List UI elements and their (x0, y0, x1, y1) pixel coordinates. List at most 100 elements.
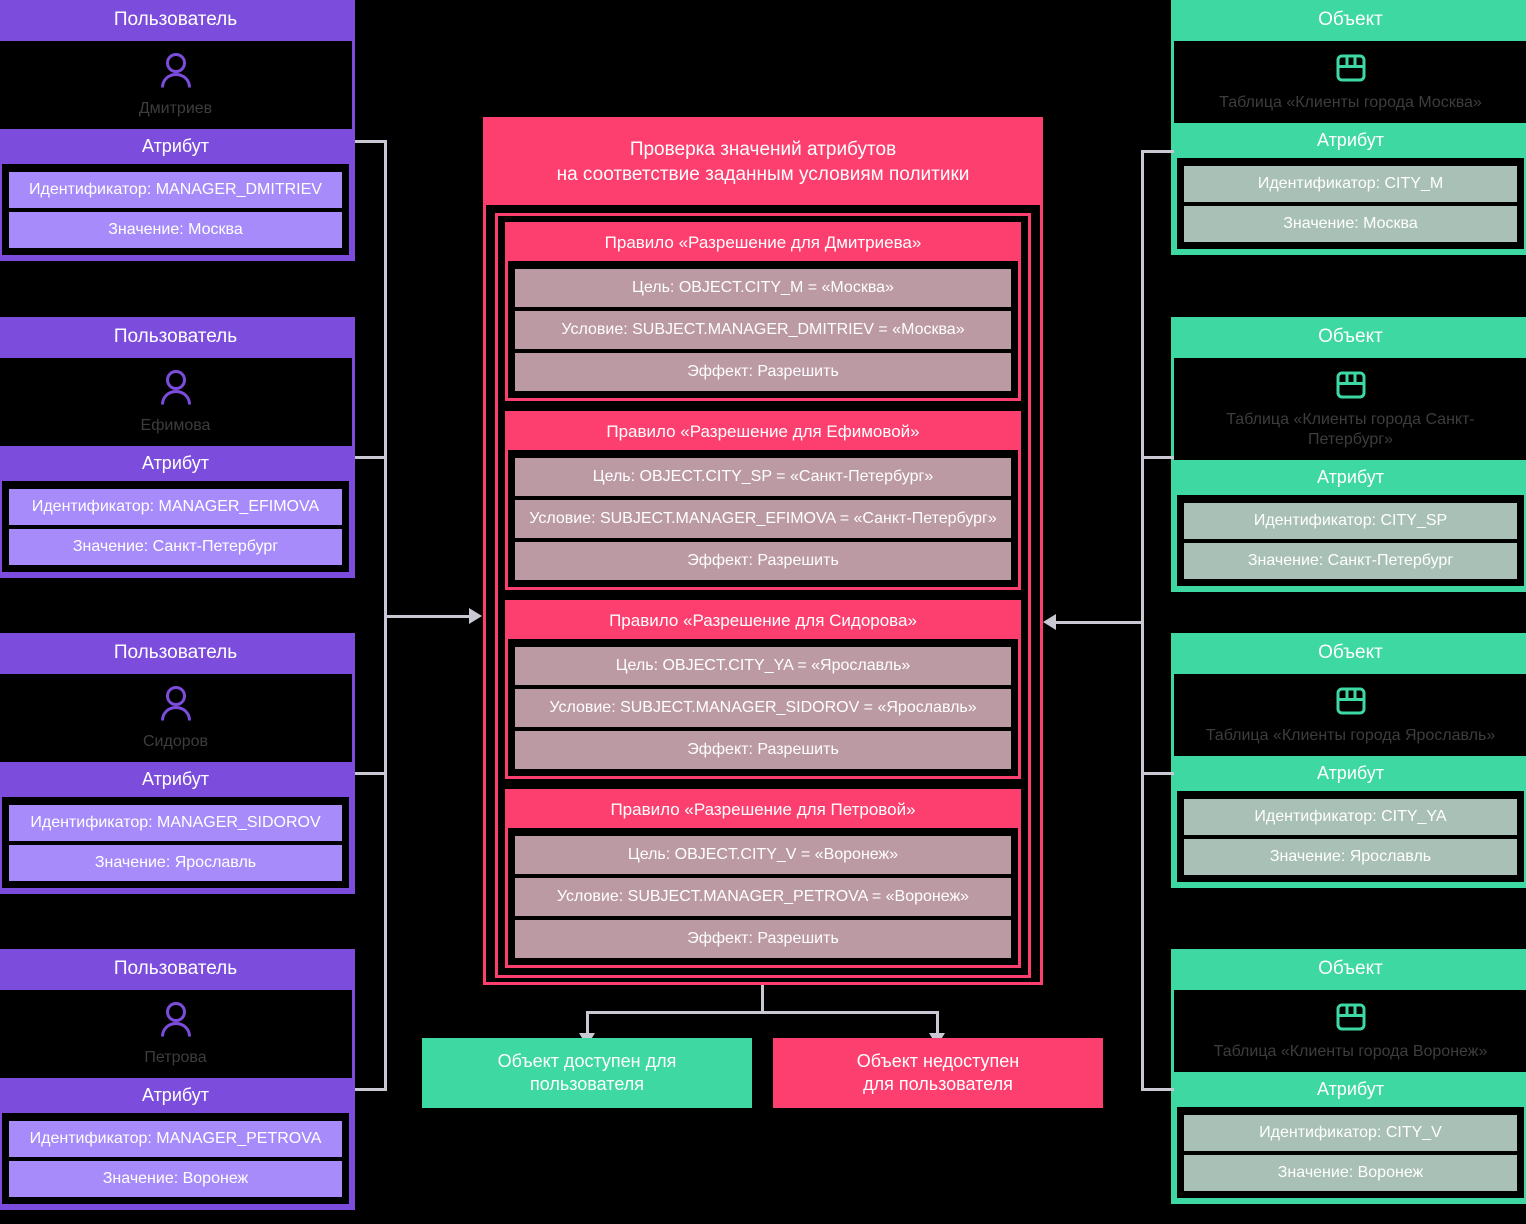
object-name: Таблица «Клиенты города Москва» (1219, 93, 1482, 111)
object-card-title: Объект (1171, 317, 1526, 358)
user-identity: Петрова (0, 990, 352, 1078)
rule-card-efimova[interactable]: Правило «Разрешение для Ефимовой» Цель: … (505, 411, 1021, 591)
rule-body: Цель: OBJECT.CITY_M = «Москва» Условие: … (508, 261, 1018, 398)
person-icon (7, 685, 344, 728)
object-identity: Таблица «Клиенты города Воронеж» (1174, 990, 1526, 1072)
attribute-box: Идентификатор: MANAGER_EFIMOVA Значение:… (0, 480, 352, 575)
outcome-deny-line-2: для пользователя (863, 1074, 1013, 1094)
attribute-identifier: Идентификатор: MANAGER_EFIMOVA (9, 488, 342, 525)
user-card-body: Ефимова Атрибут Идентификатор: MANAGER_E… (0, 357, 355, 578)
connector-right-branch-1 (1141, 150, 1174, 153)
rule-body: Цель: OBJECT.CITY_SP = «Санкт-Петербург»… (508, 450, 1018, 587)
object-card-spb[interactable]: Объект Таблица «Клиенты города Санкт-Пет… (1171, 317, 1526, 592)
table-icon (1182, 685, 1519, 722)
outcome-deny[interactable]: Объект недоступен для пользователя (773, 1038, 1103, 1108)
person-icon (7, 1001, 344, 1044)
user-card-efimova[interactable]: Пользователь Ефимова Атрибут Идентификат… (0, 317, 355, 578)
connector-outcome-stem (761, 985, 764, 1013)
arrow-right-to-policy (1043, 614, 1056, 630)
rule-card-sidorov[interactable]: Правило «Разрешение для Сидорова» Цель: … (505, 600, 1021, 780)
table-icon (1182, 1001, 1519, 1038)
object-card-moscow[interactable]: Объект Таблица «Клиенты города Москва» А… (1171, 0, 1526, 255)
connector-right-branch-2 (1141, 456, 1174, 459)
rule-title: Правило «Разрешение для Сидорова» (508, 603, 1018, 640)
attribute-box: Идентификатор: MANAGER_DMITRIEV Значение… (0, 163, 352, 258)
user-identity: Ефимова (0, 358, 352, 446)
object-card-yaroslavl[interactable]: Объект Таблица «Клиенты города Ярославль… (1171, 633, 1526, 888)
rule-effect: Эффект: Разрешить (515, 731, 1011, 770)
attribute-identifier: Идентификатор: MANAGER_PETROVA (9, 1120, 342, 1157)
attribute-box: Идентификатор: MANAGER_PETROVA Значение:… (0, 1112, 352, 1207)
attribute-value: Значение: Воронеж (9, 1160, 342, 1197)
attribute-identifier: Идентификатор: CITY_SP (1184, 502, 1517, 539)
object-identity: Таблица «Клиенты города Москва» (1174, 41, 1526, 123)
user-name: Ефимова (140, 416, 211, 434)
attribute-title: Атрибут (0, 445, 352, 481)
attribute-value: Значение: Москва (1184, 205, 1517, 242)
policy-rules-container: Правило «Разрешение для Дмитриева» Цель:… (495, 213, 1031, 979)
attribute-identifier: Идентификатор: CITY_M (1184, 165, 1517, 202)
connector-left-branch-1 (355, 140, 387, 143)
attribute-value: Значение: Москва (9, 211, 342, 248)
policy-title: Проверка значений атрибутов на соответст… (486, 120, 1040, 206)
attribute-box: Идентификатор: CITY_V Значение: Воронеж (1174, 1106, 1526, 1201)
user-card-body: Петрова Атрибут Идентификатор: MANAGER_P… (0, 989, 355, 1210)
attribute-box: Идентификатор: CITY_SP Значение: Санкт-П… (1174, 494, 1526, 589)
user-card-petrova[interactable]: Пользователь Петрова Атрибут Идентификат… (0, 949, 355, 1210)
rule-body: Цель: OBJECT.CITY_V = «Воронеж» Условие:… (508, 828, 1018, 965)
attribute-title: Атрибут (0, 128, 352, 164)
rule-target: Цель: OBJECT.CITY_V = «Воронеж» (515, 836, 1011, 875)
rule-target: Цель: OBJECT.CITY_M = «Москва» (515, 269, 1011, 308)
user-card-body: Дмитриев Атрибут Идентификатор: MANAGER_… (0, 40, 355, 261)
policy-title-line-1: Проверка значений атрибутов (629, 139, 897, 160)
policy-title-line-2: на соответствие заданным условиям полити… (556, 164, 970, 186)
attribute-value: Значение: Ярославль (9, 844, 342, 881)
connector-outcome-bar (586, 1011, 939, 1014)
object-card-title: Объект (1171, 949, 1526, 990)
outcome-allow-line-2: пользователя (530, 1074, 644, 1094)
rule-card-dmitriev[interactable]: Правило «Разрешение для Дмитриева» Цель:… (505, 222, 1021, 402)
person-icon (7, 369, 344, 412)
attribute-value: Значение: Воронеж (1184, 1154, 1517, 1191)
rule-card-petrova[interactable]: Правило «Разрешение для Петровой» Цель: … (505, 789, 1021, 969)
object-card-title: Объект (1171, 633, 1526, 674)
rule-condition: Условие: SUBJECT.MANAGER_DMITRIEV = «Мос… (515, 311, 1011, 350)
attribute-identifier: Идентификатор: CITY_V (1184, 1114, 1517, 1151)
attribute-identifier: Идентификатор: MANAGER_SIDOROV (9, 804, 342, 841)
user-card-sidorov[interactable]: Пользователь Сидоров Атрибут Идентификат… (0, 633, 355, 894)
outcome-allow[interactable]: Объект доступен для пользователя (422, 1038, 752, 1108)
rule-condition: Условие: SUBJECT.MANAGER_EFIMOVA = «Санк… (515, 500, 1011, 539)
policy-panel[interactable]: Проверка значений атрибутов на соответст… (483, 117, 1043, 985)
attribute-value: Значение: Ярославль (1184, 838, 1517, 875)
connector-left-to-policy (384, 615, 470, 618)
attribute-box: Идентификатор: CITY_YA Значение: Ярослав… (1174, 790, 1526, 885)
connector-right-branch-4 (1141, 1088, 1174, 1091)
rule-title: Правило «Разрешение для Петровой» (508, 792, 1018, 829)
object-card-title: Объект (1171, 0, 1526, 41)
user-card-title: Пользователь (0, 949, 355, 990)
person-icon (7, 52, 344, 95)
attribute-box: Идентификатор: CITY_M Значение: Москва (1174, 157, 1526, 252)
rule-effect: Эффект: Разрешить (515, 542, 1011, 581)
table-icon (1182, 369, 1519, 406)
attribute-title: Атрибут (1174, 755, 1526, 791)
user-name: Дмитриев (138, 99, 213, 117)
connector-right-to-policy (1056, 621, 1144, 624)
object-card-voronezh[interactable]: Объект Таблица «Клиенты города Воронеж» … (1171, 949, 1526, 1204)
arrow-left-to-policy (469, 608, 482, 624)
rule-body: Цель: OBJECT.CITY_YA = «Ярославль» Услов… (508, 639, 1018, 776)
object-name: Таблица «Клиенты города Воронеж» (1213, 1042, 1488, 1060)
attribute-identifier: Идентификатор: MANAGER_DMITRIEV (9, 171, 342, 208)
rule-condition: Условие: SUBJECT.MANAGER_PETROVA = «Воро… (515, 878, 1011, 917)
outcome-allow-line-1: Объект доступен для (497, 1050, 677, 1071)
rule-target: Цель: OBJECT.CITY_YA = «Ярославль» (515, 647, 1011, 686)
object-identity: Таблица «Клиенты города Ярославль» (1174, 674, 1526, 756)
connector-left-branch-2 (355, 456, 387, 459)
user-card-dmitriev[interactable]: Пользователь Дмитриев Атрибут Идентифика… (0, 0, 355, 261)
attribute-title: Атрибут (0, 761, 352, 797)
object-card-body: Таблица «Клиенты города Ярославль» Атриб… (1171, 673, 1526, 888)
outcome-deny-line-1: Объект недоступен (856, 1050, 1020, 1071)
user-identity: Сидоров (0, 674, 352, 762)
outcome-allow-label: Объект доступен для пользователя (498, 1050, 677, 1097)
